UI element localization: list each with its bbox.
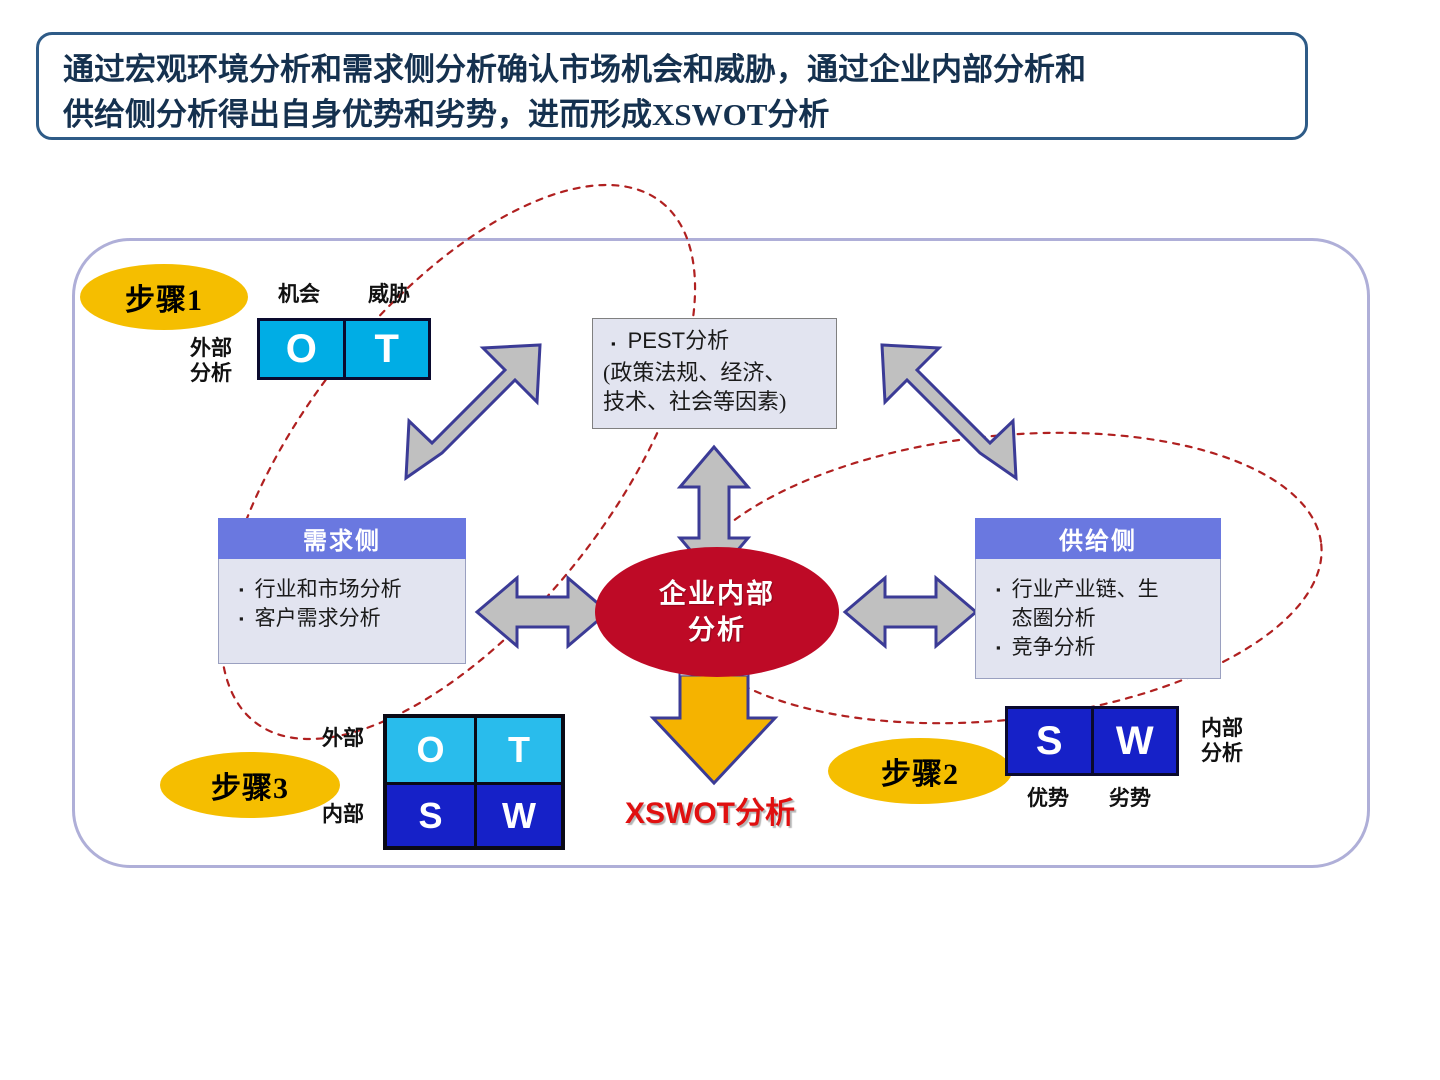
label-opportunity: 机会: [278, 282, 320, 306]
demand-side-body: ▪ 行业和市场分析 ▪ 客户需求分析: [218, 559, 466, 664]
supply-side-header: 供给侧: [975, 518, 1221, 559]
label-external-analysis: 外部 分析: [190, 336, 232, 385]
supply-side-panel: 供给侧 ▪ 行业产业链、生 态圈分析 ▪ 竞争分析: [975, 518, 1221, 679]
label-matrix-internal: 内部: [322, 802, 364, 826]
demand-bullet-2-label: 客户需求分析: [254, 606, 381, 630]
bullet-square-icon: ▪: [611, 336, 616, 351]
matrix-cell-t[interactable]: T: [474, 718, 561, 782]
supply-bullet-1: ▪ 行业产业链、生 态圈分析: [986, 575, 1212, 633]
xswot-result-caption: XSWOT分析: [625, 797, 795, 830]
bullet-square-icon: ▪: [239, 611, 244, 626]
supply-bullet-2: ▪ 竞争分析: [986, 633, 1212, 662]
demand-bullet-2: ▪ 客户需求分析: [229, 604, 457, 633]
demand-bullet-1: ▪ 行业和市场分析: [229, 575, 457, 604]
ot-strip: O T: [257, 318, 431, 380]
core-line-2: 分析: [688, 615, 746, 645]
label-strength: 优势: [1027, 786, 1069, 810]
title-banner: 通过宏观环境分析和需求侧分析确认市场机会和威胁，通过企业内部分析和 供给侧分析得…: [36, 32, 1308, 140]
label-weakness: 劣势: [1109, 786, 1151, 810]
bullet-square-icon: ▪: [996, 582, 1001, 597]
matrix-cell-w[interactable]: W: [474, 782, 561, 846]
sw-cell-s[interactable]: S: [1008, 709, 1091, 773]
title-line-1: 通过宏观环境分析和需求侧分析确认市场机会和威胁，通过企业内部分析和: [63, 52, 1086, 87]
supply-side-body: ▪ 行业产业链、生 态圈分析 ▪ 竞争分析: [975, 559, 1221, 679]
demand-bullet-1-label: 行业和市场分析: [254, 577, 402, 601]
xswot-matrix: O T S W: [383, 714, 565, 850]
pest-analysis-box: ▪ PEST分析 (政策法规、经济、 技术、社会等因素): [592, 318, 837, 429]
step-3-badge[interactable]: 步骤3: [160, 752, 340, 818]
bullet-square-icon: ▪: [239, 582, 244, 597]
bullet-square-icon: ▪: [996, 640, 1001, 655]
demand-side-header: 需求侧: [218, 518, 466, 559]
label-internal-analysis: 内部 分析: [1201, 716, 1243, 765]
label-matrix-external: 外部: [322, 726, 364, 750]
label-threat: 威胁: [368, 282, 410, 306]
pest-detail-text: (政策法规、经济、 技术、社会等因素): [603, 360, 787, 414]
matrix-cell-s[interactable]: S: [387, 782, 474, 846]
demand-side-panel: 需求侧 ▪ 行业和市场分析 ▪ 客户需求分析: [218, 518, 466, 664]
step-2-badge[interactable]: 步骤2: [828, 738, 1012, 804]
sw-cell-w[interactable]: W: [1090, 709, 1176, 773]
core-line-1: 企业内部: [659, 579, 775, 609]
step-3-label: 步骤3: [211, 772, 289, 805]
sw-strip: S W: [1005, 706, 1179, 776]
step-1-badge[interactable]: 步骤1: [80, 264, 248, 330]
matrix-cell-o[interactable]: O: [387, 718, 474, 782]
step-2-label: 步骤2: [881, 758, 959, 791]
pest-bullet-label: PEST分析: [627, 328, 730, 353]
title-line-2: 供给侧分析得出自身优势和劣势，进而形成XSWOT分析: [63, 97, 830, 132]
supply-bullet-2-label: 竞争分析: [1011, 635, 1096, 659]
supply-bullet-1-label: 行业产业链、生 态圈分析: [1011, 577, 1159, 630]
ot-cell-t[interactable]: T: [342, 321, 428, 377]
step-1-label: 步骤1: [125, 284, 203, 317]
pest-bullet-row: ▪ PEST分析: [603, 327, 828, 358]
core-internal-analysis-ellipse: 企业内部 分析: [595, 547, 839, 677]
ot-cell-o[interactable]: O: [260, 321, 343, 377]
diagram-frame: [72, 238, 1370, 868]
